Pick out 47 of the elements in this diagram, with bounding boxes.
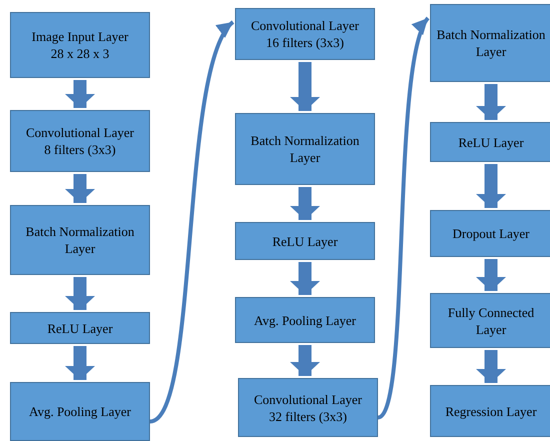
layer-label: 16 filters (3x3) xyxy=(266,34,344,51)
layer-label: Dropout Layer xyxy=(452,225,530,242)
layer-box xyxy=(235,113,375,185)
block-arrow xyxy=(476,164,506,208)
block-arrow xyxy=(65,346,95,380)
curved-arrow xyxy=(376,17,430,419)
layer-label: Convolutional Layer xyxy=(251,17,359,34)
curved-arrow xyxy=(148,20,235,424)
layer-box xyxy=(235,297,375,343)
layer-box xyxy=(10,312,150,344)
layer-label: Convolutional Layer xyxy=(26,124,134,141)
layer-label: ReLU Layer xyxy=(47,320,113,336)
layer-label: Batch Normalization Layer xyxy=(24,223,136,257)
block-arrow xyxy=(65,277,95,310)
layer-label: Avg. Pooling Layer xyxy=(254,312,356,328)
block-arrow xyxy=(290,262,320,295)
layer-box xyxy=(235,222,375,260)
block-arrow xyxy=(65,80,95,108)
layer-label: Fully Connected Layer xyxy=(446,304,536,338)
layer-label: Regression Layer xyxy=(445,402,537,420)
block-arrow xyxy=(65,174,95,203)
layer-label: Avg. Pooling Layer xyxy=(29,403,131,420)
layer-box xyxy=(430,122,550,162)
layer-label: Batch Normalization Layer xyxy=(436,26,546,60)
layer-label: Image Input Layer xyxy=(32,28,128,45)
layer-box xyxy=(10,382,150,441)
layer-label: ReLU Layer xyxy=(458,134,524,150)
layer-label: Batch Normalization Layer xyxy=(250,132,360,166)
layer-box xyxy=(430,4,550,82)
layer-label: ReLU Layer xyxy=(272,232,338,250)
block-arrow xyxy=(476,84,506,120)
layer-box xyxy=(238,378,378,437)
layer-box xyxy=(10,110,150,172)
block-arrow xyxy=(290,62,320,111)
layer-box xyxy=(10,205,150,275)
layer-label: 28 x 28 x 3 xyxy=(50,45,110,62)
block-arrow xyxy=(290,345,320,376)
layer-label: Convolutional Layer xyxy=(254,390,362,408)
block-arrow xyxy=(476,259,506,291)
layer-box xyxy=(430,293,550,348)
layer-box xyxy=(430,210,550,257)
layer-box xyxy=(430,385,550,437)
layer-label: 8 filters (3x3) xyxy=(44,141,116,158)
layer-box xyxy=(235,8,375,60)
layer-box xyxy=(10,12,150,78)
block-arrow xyxy=(290,187,320,220)
layer-label: 32 filters (3x3) xyxy=(269,408,347,424)
